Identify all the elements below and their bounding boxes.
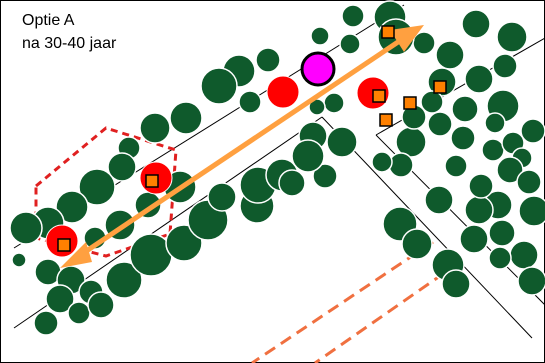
markers-group <box>57 25 447 252</box>
tree-icon <box>444 154 468 178</box>
tree-icon <box>464 195 494 225</box>
tree-icon <box>326 126 358 158</box>
tree-icon <box>517 266 545 296</box>
square-marker-icon <box>57 238 71 252</box>
tree-icon <box>435 40 465 70</box>
tree-icon <box>255 47 281 73</box>
dashed-line-upper <box>251 240 434 363</box>
tree-icon <box>459 224 489 254</box>
arrow-head-left <box>60 242 92 268</box>
square-marker-icon <box>381 25 395 39</box>
tree-icon <box>371 151 393 173</box>
tree-icon <box>518 195 545 227</box>
tree-icon <box>11 252 27 268</box>
road-edge-lower-diagonal <box>321 116 533 339</box>
tree-icon <box>488 219 516 247</box>
tree-icon <box>468 173 494 199</box>
tree-icon <box>509 240 539 270</box>
square-marker-icon <box>403 96 417 110</box>
tree-icon <box>461 9 491 39</box>
tree-icon <box>341 4 365 28</box>
tree-icon <box>207 182 237 212</box>
tree-icon <box>278 169 306 197</box>
tree-icon <box>55 190 89 224</box>
tree-icon <box>481 138 505 162</box>
tree-icon <box>520 118 545 144</box>
arrow-head-right <box>390 25 424 52</box>
tree-icon <box>139 112 171 144</box>
tree-icon <box>516 169 542 195</box>
tree-icon <box>401 228 433 260</box>
tree-icon <box>464 64 494 94</box>
square-marker-icon <box>372 89 386 103</box>
tree-icon <box>388 152 414 178</box>
tree-icon <box>105 261 143 299</box>
tree-icon <box>496 156 524 184</box>
tree-icon <box>9 211 43 245</box>
tree-icon <box>339 33 361 55</box>
dashed-line-lower <box>314 260 461 363</box>
tree-icon <box>200 67 238 105</box>
tree-icon <box>450 125 476 151</box>
tree-icon <box>488 246 512 270</box>
magenta-circle-icon <box>300 51 336 87</box>
tree-icon <box>312 163 338 189</box>
tree-icon <box>310 26 330 46</box>
tree-icon <box>238 90 262 114</box>
double-arrow-icon <box>60 25 424 268</box>
tree-icon <box>87 291 115 319</box>
tree-icon <box>78 168 116 206</box>
tree-icon <box>427 111 453 137</box>
square-marker-icon <box>379 113 393 127</box>
tree-icon <box>169 101 203 135</box>
arrow-shaft <box>74 35 406 261</box>
tree-icon <box>323 92 345 114</box>
tree-icon <box>33 310 59 336</box>
tree-icon <box>441 269 471 299</box>
tree-icon <box>67 301 91 325</box>
caption-title: Optie A <box>22 12 75 29</box>
tree-icon <box>496 21 528 53</box>
red-tree-icon <box>266 75 300 109</box>
tree-icon <box>420 90 444 114</box>
tree-icon <box>484 112 506 134</box>
tree-icon <box>424 185 454 215</box>
tree-icon <box>45 284 75 314</box>
tree-icon <box>451 95 479 123</box>
tree-icon <box>492 53 518 79</box>
caption-subtitle: na 30-40 jaar <box>22 35 117 52</box>
square-marker-icon <box>145 174 159 188</box>
square-marker-icon <box>433 80 447 94</box>
tree-icon <box>291 139 325 173</box>
tree-icon <box>107 152 137 182</box>
